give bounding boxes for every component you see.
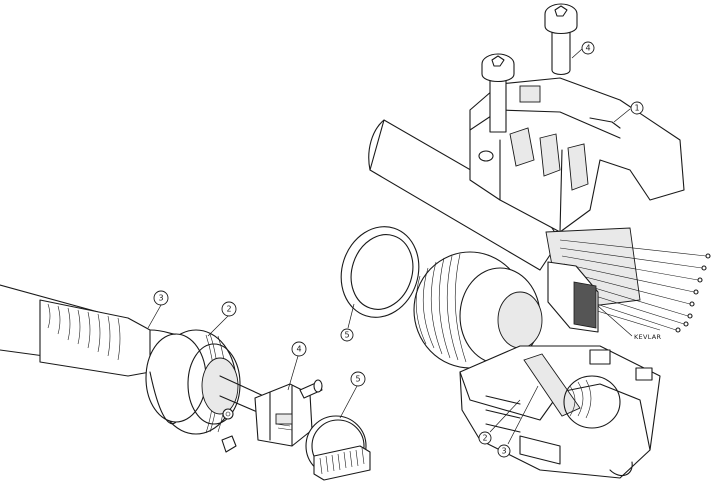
- screw-icon: [299, 379, 323, 399]
- kevlar-label: KEVLAR: [597, 305, 662, 341]
- svg-text:2: 2: [226, 305, 231, 314]
- callout-5-right: 5: [340, 303, 355, 342]
- torx-screw-icon: [544, 3, 578, 76]
- svg-text:5: 5: [344, 331, 349, 340]
- callout-1-right: 1: [613, 101, 644, 123]
- svg-text:3: 3: [501, 447, 506, 456]
- callout-2-left: 2: [207, 301, 237, 337]
- svg-text:1: 1: [634, 104, 639, 113]
- svg-text:2: 2: [482, 434, 487, 443]
- left-cable-assembly: [0, 284, 371, 481]
- right-main-assembly: [340, 3, 711, 479]
- torx-screw-icon: [481, 53, 515, 133]
- callout-5-left: 5: [339, 371, 366, 419]
- svg-text:3: 3: [158, 294, 163, 303]
- callout-4-left: 4: [287, 341, 307, 391]
- svg-text:4: 4: [585, 44, 590, 53]
- svg-text:4: 4: [296, 345, 301, 354]
- callout-2-right: 2: [478, 399, 521, 445]
- callout-3-right: 3: [497, 385, 539, 458]
- callout-3-left: 3: [147, 290, 169, 329]
- callout-4-right: 4: [571, 41, 595, 59]
- svg-text:KEVLAR: KEVLAR: [634, 333, 662, 341]
- svg-text:5: 5: [355, 375, 360, 384]
